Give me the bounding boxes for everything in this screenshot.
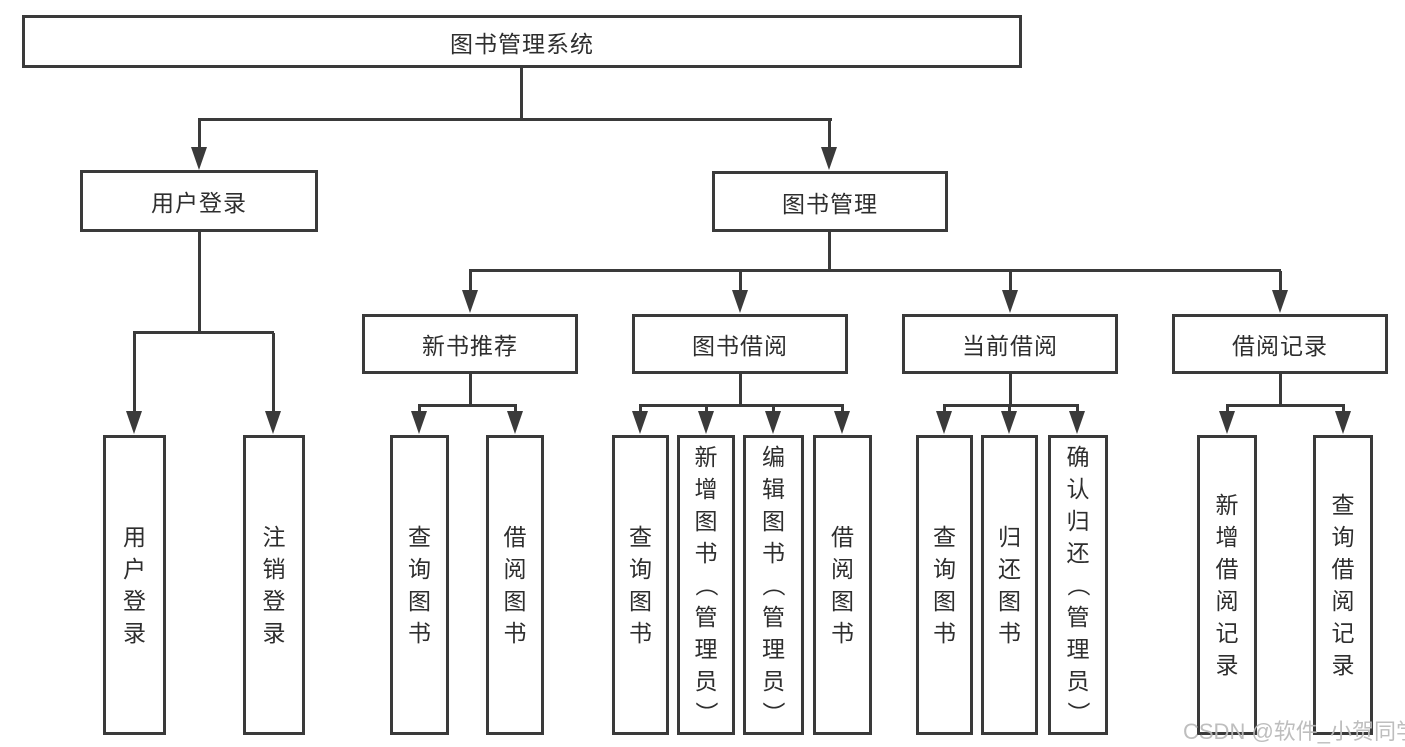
- arrow-down-icon: [936, 411, 952, 434]
- node-root: 图书管理系统: [22, 15, 1022, 68]
- leaf-nb-query-books: 查询图书: [390, 435, 449, 735]
- connector-drop: [639, 406, 642, 414]
- arrow-down-icon: [698, 411, 714, 434]
- connector-drop-book-borrowing: [739, 271, 742, 291]
- connector-drop: [1076, 406, 1079, 414]
- node-book-management-label: 图书管理: [782, 190, 878, 217]
- leaf-nb-borrow-books-label: 借阅图书: [503, 524, 527, 646]
- arrow-down-icon: [1002, 290, 1018, 313]
- connector-drop-leaf-logout: [272, 333, 275, 413]
- leaf-br-query-record: 查询借阅记录: [1313, 435, 1373, 735]
- arrow-down-icon: [1219, 411, 1235, 434]
- connector-root-bus: [198, 118, 832, 121]
- leaf-bb-borrow-books: 借阅图书: [813, 435, 872, 735]
- arrow-down-icon: [834, 411, 850, 434]
- node-new-book-recommend-label: 新书推荐: [422, 333, 518, 359]
- connector-drop: [1226, 406, 1229, 414]
- arrow-down-icon: [462, 290, 478, 313]
- connector-drop: [943, 406, 946, 414]
- connector-user-login-stem: [198, 232, 201, 333]
- connector-drop-new-book-recommend: [469, 271, 472, 291]
- leaf-br-query-record-label: 查询借阅记录: [1331, 492, 1355, 678]
- leaf-logout-label: 注销登录: [262, 524, 286, 646]
- connector-drop-borrowing-records: [1279, 271, 1282, 291]
- connector-book-management-stem: [828, 232, 831, 271]
- connector-drop: [772, 406, 775, 414]
- arrow-down-icon: [507, 411, 523, 434]
- node-book-borrowing: 图书借阅: [632, 314, 848, 374]
- leaf-bb-add-book-admin-label: 新增图书（管理员）: [693, 444, 719, 725]
- connector-drop-user-login: [198, 120, 201, 152]
- arrow-down-icon: [191, 147, 207, 170]
- arrow-down-icon: [632, 411, 648, 434]
- arrow-down-icon: [732, 290, 748, 313]
- connector-new-book-bus: [418, 404, 517, 407]
- node-new-book-recommend: 新书推荐: [362, 314, 578, 374]
- node-current-borrowing: 当前借阅: [902, 314, 1118, 374]
- node-user-login-label: 用户登录: [151, 190, 247, 216]
- leaf-user-login-label: 用户登录: [123, 524, 146, 646]
- node-book-management: 图书管理: [712, 171, 948, 232]
- node-user-login: 用户登录: [80, 170, 318, 232]
- arrow-down-icon: [265, 411, 281, 434]
- arrow-down-icon: [821, 147, 837, 170]
- connector-root-stem: [520, 68, 523, 120]
- leaf-cb-confirm-return-admin-label: 确认归还（管理员）: [1065, 444, 1091, 725]
- connector-drop-book-management: [828, 120, 831, 152]
- leaf-user-login: 用户登录: [103, 435, 166, 735]
- leaf-bb-add-book-admin: 新增图书（管理员）: [677, 435, 735, 735]
- connector-book-borrowing-stem: [739, 374, 742, 407]
- connector-user-login-bus: [133, 331, 274, 334]
- leaf-cb-confirm-return-admin: 确认归还（管理员）: [1048, 435, 1108, 735]
- node-borrowing-records-label: 借阅记录: [1232, 333, 1328, 359]
- leaf-cb-return-books: 归还图书: [981, 435, 1038, 735]
- leaf-bb-query-books-label: 查询图书: [629, 524, 652, 646]
- connector-current-borrowing-bus: [943, 404, 1079, 407]
- leaf-bb-borrow-books-label: 借阅图书: [831, 524, 854, 646]
- node-current-borrowing-label: 当前借阅: [962, 333, 1058, 359]
- arrow-down-icon: [126, 411, 142, 434]
- leaf-bb-edit-book-admin-label: 编辑图书（管理员）: [760, 444, 787, 725]
- connector-book-borrowing-bus: [639, 404, 844, 407]
- connector-drop: [705, 406, 708, 414]
- leaf-bb-edit-book-admin: 编辑图书（管理员）: [743, 435, 804, 735]
- connector-drop: [841, 406, 844, 414]
- csdn-watermark: CSDN @软件_小贺同学: [1183, 719, 1405, 744]
- connector-drop: [514, 406, 517, 414]
- leaf-cb-query-books: 查询图书: [916, 435, 973, 735]
- connector-drop-current-borrowing: [1009, 271, 1012, 291]
- connector-drop: [418, 406, 421, 414]
- node-borrowing-records: 借阅记录: [1172, 314, 1388, 374]
- leaf-br-add-record: 新增借阅记录: [1197, 435, 1257, 735]
- connector-drop: [1008, 406, 1011, 414]
- connector-book-management-bus: [469, 269, 1281, 272]
- leaf-logout: 注销登录: [243, 435, 305, 735]
- connector-current-borrowing-stem: [1009, 374, 1012, 407]
- arrow-down-icon: [1001, 411, 1017, 434]
- node-book-borrowing-label: 图书借阅: [692, 333, 788, 359]
- leaf-bb-query-books: 查询图书: [612, 435, 669, 735]
- leaf-nb-borrow-books: 借阅图书: [486, 435, 544, 735]
- connector-drop-leaf-user-login: [133, 333, 136, 413]
- leaf-nb-query-books-label: 查询图书: [408, 524, 431, 646]
- node-root-label: 图书管理系统: [450, 30, 594, 57]
- arrow-down-icon: [411, 411, 427, 434]
- connector-new-book-stem: [469, 374, 472, 407]
- connector-borrowing-records-stem: [1279, 374, 1282, 407]
- connector-borrowing-records-bus: [1226, 404, 1345, 407]
- arrow-down-icon: [1335, 411, 1351, 434]
- leaf-cb-query-books-label: 查询图书: [933, 524, 956, 646]
- arrow-down-icon: [1272, 290, 1288, 313]
- connector-drop: [1342, 406, 1345, 414]
- arrow-down-icon: [765, 411, 781, 434]
- leaf-br-add-record-label: 新增借阅记录: [1215, 492, 1239, 678]
- leaf-cb-return-books-label: 归还图书: [998, 524, 1021, 646]
- arrow-down-icon: [1069, 411, 1085, 434]
